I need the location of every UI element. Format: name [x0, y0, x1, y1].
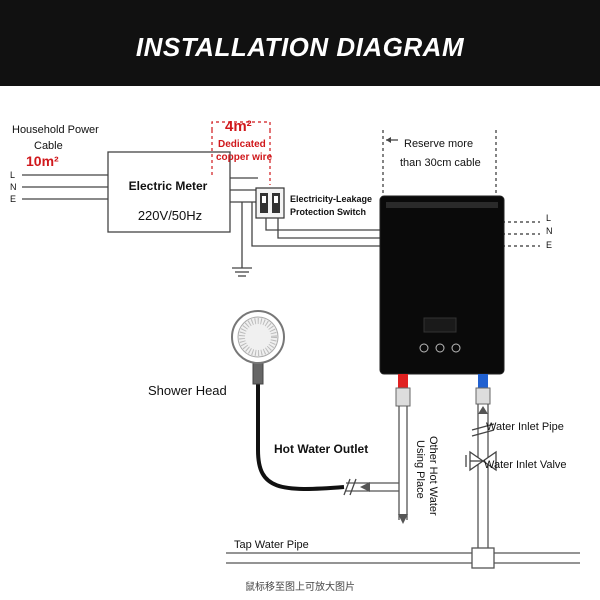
hot-pipe-fitting — [395, 387, 411, 407]
heater-n-label: N — [546, 226, 553, 236]
up-button-icon — [451, 343, 461, 353]
leakage-switch-lever-1 — [262, 196, 266, 203]
other-hot-water-label-1: Other Hot Water — [427, 436, 439, 516]
cold-pipe-arrow-head — [478, 406, 488, 414]
shower-hose — [256, 370, 345, 491]
switch-to-heater-wire-1 — [265, 218, 383, 231]
hot-outlet-break-1 — [343, 478, 351, 496]
electric-meter-rating: 220V/50Hz — [138, 208, 202, 223]
down-button-icon — [435, 343, 445, 353]
leakage-switch-label-1: Electricity-Leakage — [290, 194, 372, 204]
switch-to-heater-wire-2 — [277, 218, 383, 239]
electric-meter-box — [107, 151, 231, 233]
water-inlet-valve-label: Water Inlet Valve — [484, 459, 567, 471]
line-l-label: L — [10, 170, 15, 180]
hot-water-outlet-label: Hot Water Outlet — [274, 442, 368, 456]
leakage-switch-label-2: Protection Switch — [290, 207, 366, 217]
cold-pipe-break-2 — [471, 429, 495, 437]
cold-water-connector — [478, 374, 488, 388]
hot-water-connector — [398, 374, 408, 388]
cold-pipe-break-1 — [471, 423, 495, 431]
electric-meter-label: Electric Meter — [129, 179, 208, 193]
tap-water-pipe-label: Tap Water Pipe — [234, 539, 309, 551]
zoom-hint-caption: 鼠标移至图上可放大图片 — [245, 580, 355, 593]
dedicated-wire-line1: Dedicated — [218, 139, 266, 150]
reserve-arrow-head — [386, 137, 391, 143]
water-inlet-pipe-label: Water Inlet Pipe — [486, 421, 564, 433]
dedicated-wire-line2: copper wire — [216, 152, 273, 163]
household-cable-size: 10m² — [26, 153, 59, 169]
reserve-label-2: than 30cm cable — [400, 157, 481, 169]
page-title: INSTALLATION DIAGRAM — [136, 32, 465, 62]
leakage-switch-lever-2 — [274, 196, 278, 203]
shower-head-label: Shower Head — [148, 383, 227, 398]
water-heater-display — [423, 317, 457, 333]
tap-pipe-joint — [471, 547, 495, 569]
household-label-2: Cable — [34, 140, 63, 152]
title-banner — [0, 0, 600, 86]
hot-outlet-arrow-head — [360, 482, 370, 492]
line-n-label: N — [10, 182, 17, 192]
power-button-icon — [419, 343, 429, 353]
dedicated-wire-size: 4m² — [225, 118, 252, 135]
other-hot-water-label-2: Using Place — [414, 440, 426, 499]
water-heater-highlight — [386, 202, 498, 208]
shower-head-nozzles — [239, 318, 277, 356]
cold-pipe-fitting — [475, 387, 491, 405]
reserve-label-1: Reserve more — [404, 138, 473, 150]
switch-to-heater-wire-3 — [251, 202, 383, 247]
line-e-label: E — [10, 194, 16, 204]
hot-outlet-break-2 — [349, 478, 357, 496]
heater-e-label: E — [546, 240, 552, 250]
dedicated-bracket — [211, 121, 271, 130]
water-heater-body — [379, 195, 505, 375]
heater-l-label: L — [546, 213, 551, 223]
household-label-1: Household Power — [12, 124, 99, 136]
hot-pipe-arrow-head — [398, 514, 408, 524]
